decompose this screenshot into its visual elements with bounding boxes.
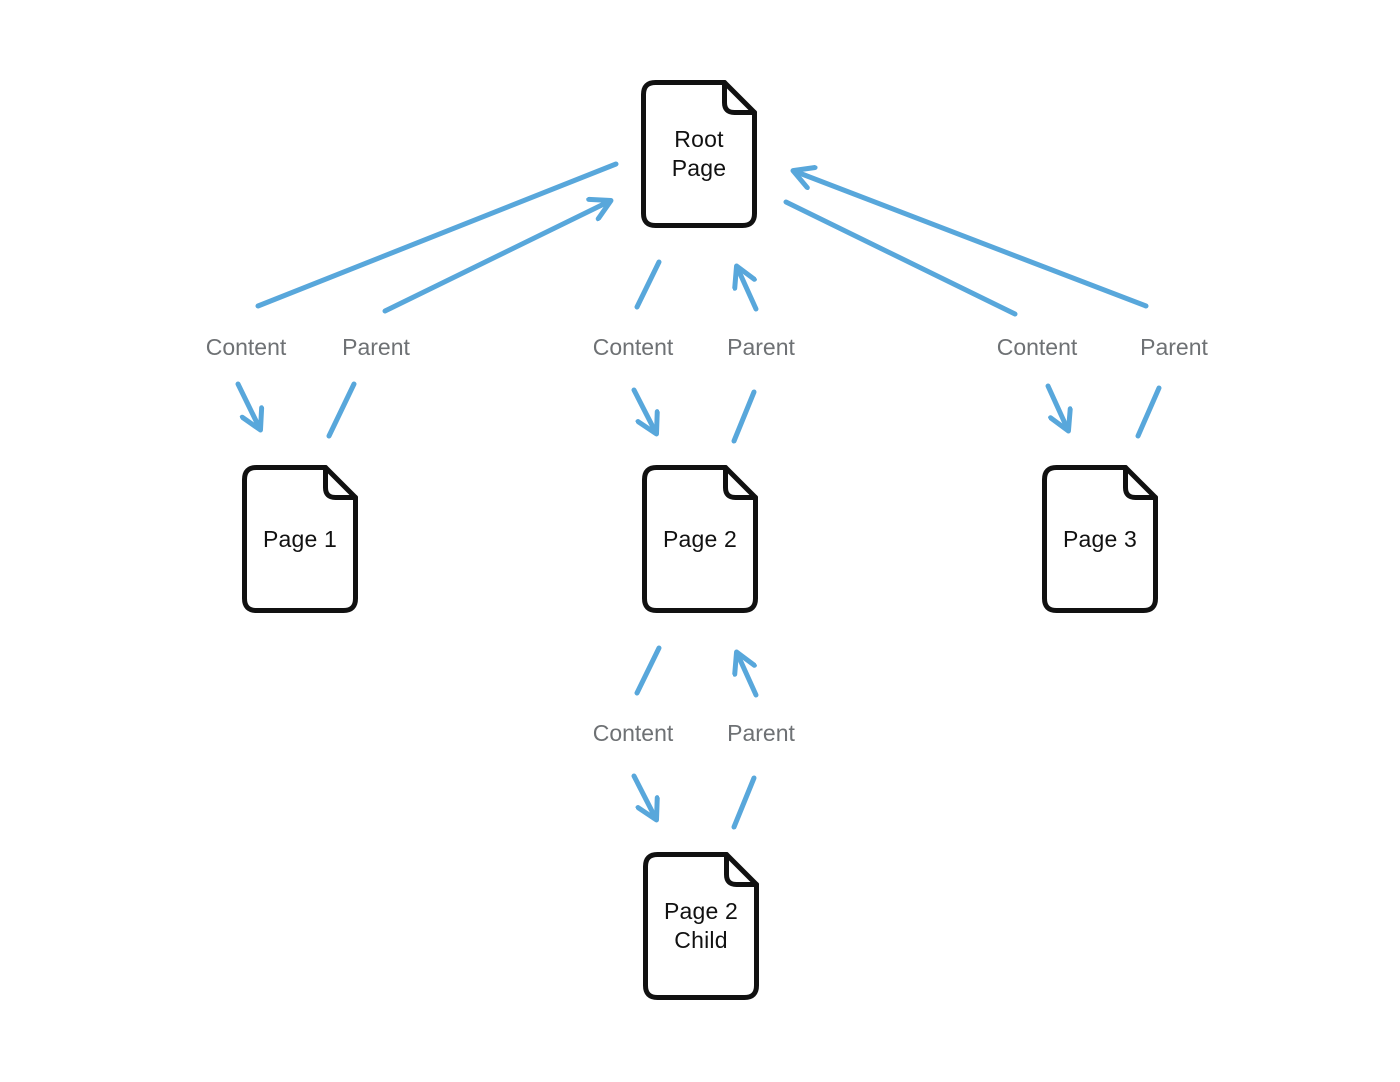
edge-root-to-page1-content-lower-arrow xyxy=(235,381,260,429)
edge-child-to-page2-parent-upper-arrow xyxy=(737,653,759,698)
node-page-3-label: Page 3 xyxy=(1062,525,1138,552)
document-icon xyxy=(242,465,358,613)
document-icon xyxy=(642,465,758,613)
node-root-page-label: Root Page xyxy=(671,126,727,181)
edge-root-to-page2-content-lower-arrow xyxy=(631,387,656,433)
edge-root-to-page3-content-lower-arrow xyxy=(1045,383,1068,430)
edge-child-to-page2-parent-lower xyxy=(731,775,757,830)
edge-page3-to-root-parent-upper-arrow xyxy=(794,171,1149,309)
edge-label-parent-left: Parent xyxy=(342,334,410,360)
edge-label-parent-bottom: Parent xyxy=(727,720,795,746)
edge-label-parent-right: Parent xyxy=(1140,334,1208,360)
edge-page1-to-root-parent-lower xyxy=(326,381,357,439)
node-page-2: Page 2 xyxy=(642,465,758,613)
edge-page2-to-child-content-lower-arrow xyxy=(631,773,656,819)
edge-label-content-left: Content xyxy=(205,334,287,360)
edge-page2-to-child-content-upper xyxy=(634,645,662,696)
node-page-2-child: Page 2 Child xyxy=(643,852,759,1000)
edge-label-parent-middle: Parent xyxy=(727,334,795,360)
edge-label-content-right: Content xyxy=(996,334,1078,360)
node-page-1: Page 1 xyxy=(242,465,358,613)
node-page-3: Page 3 xyxy=(1042,465,1158,613)
edge-root-to-page3-content-upper xyxy=(783,199,1018,317)
edge-root-to-page2-content-upper xyxy=(634,259,662,310)
node-page-1-label: Page 1 xyxy=(262,525,338,552)
edge-label-content-middle: Content xyxy=(592,334,674,360)
edge-page2-to-root-parent-upper-arrow xyxy=(737,267,759,312)
edge-page3-to-root-parent-lower xyxy=(1135,385,1162,439)
edge-label-content-bottom: Content xyxy=(592,720,674,746)
node-page-2-child-label: Page 2 Child xyxy=(663,898,739,953)
node-page-2-label: Page 2 xyxy=(662,525,738,552)
document-icon xyxy=(643,852,759,1000)
document-icon xyxy=(641,80,757,228)
edge-page2-to-root-parent-lower xyxy=(731,389,757,444)
edge-root-to-page1-content-upper xyxy=(255,161,619,309)
edge-page1-to-root-parent-upper-arrow xyxy=(382,201,610,314)
node-root-page: Root Page xyxy=(641,80,757,228)
document-icon xyxy=(1042,465,1158,613)
